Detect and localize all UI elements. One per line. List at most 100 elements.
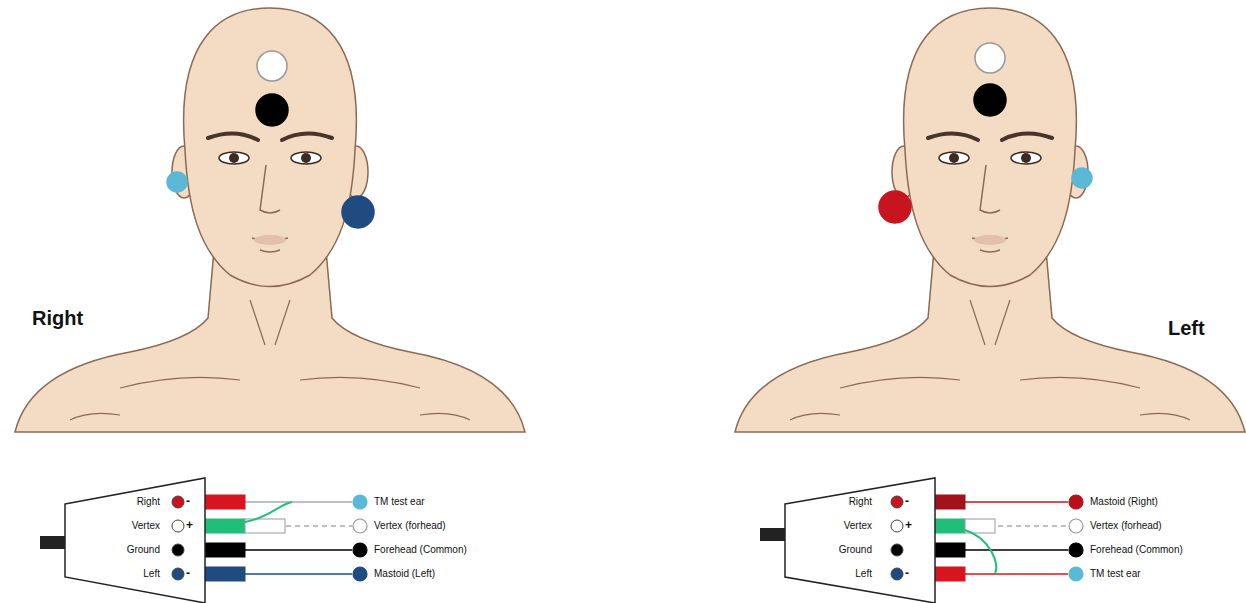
electrode-lead: Mastoid (Left) — [352, 566, 437, 582]
body-line — [995, 300, 1010, 345]
eyebrow — [1002, 133, 1052, 140]
pin-name: Vertex — [844, 520, 872, 532]
lead-electrode — [1068, 518, 1084, 534]
head-figure — [15, 8, 525, 432]
polarity-sign: - — [186, 494, 190, 508]
body-line — [275, 300, 290, 345]
body-line — [70, 413, 120, 420]
pin-name: Left — [855, 568, 872, 580]
pin-name: Right — [137, 496, 160, 508]
wire-sleeve — [935, 567, 965, 581]
iris — [301, 153, 311, 163]
electrode-dot — [1069, 519, 1083, 533]
pin-name: Left — [143, 568, 160, 580]
lead-label: Mastoid (Left) — [374, 566, 435, 582]
pin-socket — [891, 544, 903, 556]
lead-label: Forehead (Common) — [374, 542, 467, 558]
side-label: Left — [1168, 316, 1205, 340]
electrode — [256, 94, 288, 126]
lead-electrode — [352, 566, 368, 582]
eye — [219, 152, 249, 164]
head-figure — [735, 8, 1245, 432]
face-line — [260, 250, 280, 252]
body-line — [120, 377, 240, 388]
wire-sleeve — [205, 495, 245, 509]
electrode — [975, 43, 1005, 73]
pin-socket — [172, 496, 184, 508]
electrode — [879, 191, 911, 223]
eyebrow — [208, 133, 258, 140]
electrode — [257, 51, 287, 81]
wire-sleeve — [935, 543, 965, 557]
lead-label: Forehead (Common) — [1090, 542, 1183, 558]
electrode-dot — [353, 567, 367, 581]
lead-electrode — [1068, 542, 1084, 558]
lead-label: Vertex (forhead) — [374, 518, 446, 534]
electrode — [1072, 168, 1092, 188]
body-line — [790, 413, 840, 420]
eyebrow — [928, 133, 978, 140]
electrode-dot — [353, 543, 367, 557]
wire-sleeve — [205, 567, 245, 581]
pin-socket — [172, 568, 184, 580]
lead-electrode — [352, 518, 368, 534]
lead-electrode — [1068, 566, 1084, 582]
iris — [949, 153, 959, 163]
lead-electrode — [352, 542, 368, 558]
electrode-lead: Forehead (Common) — [1068, 542, 1185, 558]
electrode-dot — [353, 495, 367, 509]
electrode-lead: Forehead (Common) — [352, 542, 469, 558]
body-line — [970, 300, 985, 345]
connector-plug: RightVertexGroundLeft — [785, 478, 935, 603]
lead-label: Mastoid (Right) — [1090, 494, 1158, 510]
body-line — [840, 377, 960, 388]
face-line — [980, 165, 1000, 213]
pin-name: Ground — [127, 544, 160, 556]
lead-electrode — [1068, 494, 1084, 510]
polarity-sign: + — [905, 518, 912, 532]
electrode — [974, 84, 1006, 116]
pin-socket — [891, 568, 903, 580]
plug-body — [65, 478, 205, 603]
cable — [40, 536, 65, 549]
electrode-lead: Mastoid (Right) — [1068, 494, 1160, 510]
electrode-lead: Vertex (forhead) — [352, 518, 448, 534]
wire-sleeve — [205, 543, 245, 557]
wire-sleeve — [935, 519, 965, 533]
pin-name: Ground — [839, 544, 872, 556]
lead-electrode — [352, 494, 368, 510]
electrode-dot — [353, 519, 367, 533]
wire-sleeve — [935, 495, 965, 509]
wire-sleeve — [205, 519, 245, 533]
pin-socket — [172, 520, 184, 532]
polarity-sign: - — [905, 566, 909, 580]
lead-label: TM test ear — [1090, 566, 1141, 582]
pin-socket — [891, 520, 903, 532]
lead-label: Vertex (forhead) — [1090, 518, 1162, 534]
jumper-wire — [245, 502, 292, 522]
electrode-lead: TM test ear — [1068, 566, 1143, 582]
electrode-lead: Vertex (forhead) — [1068, 518, 1164, 534]
face-line — [260, 165, 280, 213]
polarity-sign: - — [905, 494, 909, 508]
cable — [760, 528, 785, 541]
electrode-dot — [1069, 543, 1083, 557]
eye — [291, 152, 321, 164]
pin-name: Right — [849, 496, 872, 508]
electrode — [167, 172, 187, 192]
plug-body — [785, 478, 935, 603]
side-label: Right — [32, 306, 83, 330]
eye — [939, 152, 969, 164]
pin-name: Vertex — [132, 520, 160, 532]
electrode — [342, 196, 374, 228]
pin-socket — [172, 544, 184, 556]
polarity-sign: + — [186, 518, 193, 532]
face-line — [980, 250, 1000, 252]
iris — [1021, 153, 1031, 163]
pin-socket — [891, 496, 903, 508]
eye — [1011, 152, 1041, 164]
head — [184, 8, 357, 287]
body-line — [300, 377, 420, 388]
body-line — [1020, 377, 1140, 388]
electrode-lead: TM test ear — [352, 494, 427, 510]
